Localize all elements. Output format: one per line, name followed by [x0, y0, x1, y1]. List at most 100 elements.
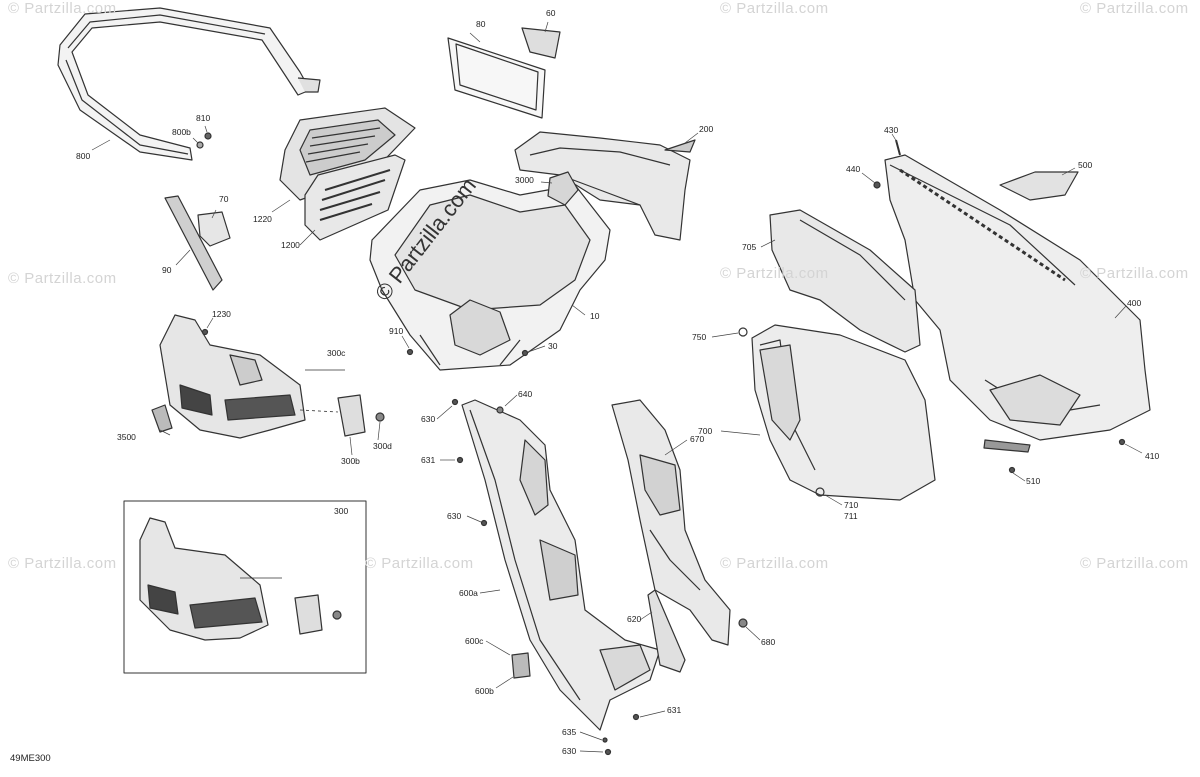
callout-700: 700 — [698, 426, 713, 436]
strip-620 — [647, 589, 686, 673]
callout-680: 680 — [761, 637, 776, 647]
bolt-510 — [1008, 466, 1016, 474]
watermark-7: © Partzilla.com — [8, 555, 117, 572]
callout-3500: 3500 — [117, 432, 136, 442]
center-column-600 — [461, 399, 661, 731]
watermark-8: © Partzilla.com — [365, 555, 474, 572]
callout-705: 705 — [742, 242, 757, 252]
callout-10: 10 — [590, 311, 600, 321]
plate-510 — [983, 439, 1031, 453]
lower-panel-assembly — [159, 314, 306, 439]
clip-300d — [375, 412, 385, 422]
floor-panel-400 — [884, 154, 1151, 441]
side-panel-705 — [769, 209, 921, 353]
callout-631-b: 631 — [667, 705, 682, 715]
callout-631-a: 631 — [421, 455, 436, 465]
watermark-5: © Partzilla.com — [720, 265, 829, 282]
callout-200: 200 — [699, 124, 714, 134]
callout-620: 620 — [627, 614, 642, 624]
watermark-3: © Partzilla.com — [1080, 0, 1189, 17]
callout-910: 910 — [389, 326, 404, 336]
clip-430 — [895, 139, 901, 156]
inset-box-300 — [123, 500, 367, 674]
grab-bar-800 — [57, 7, 321, 161]
clip-710 — [815, 487, 825, 497]
grille-1200 — [304, 154, 406, 241]
callout-640: 640 — [518, 389, 533, 399]
callout-30: 30 — [548, 341, 558, 351]
callout-635: 635 — [562, 727, 577, 737]
watermark-4: © Partzilla.com — [8, 270, 117, 287]
bolt-410 — [1118, 438, 1126, 446]
callout-630-b: 630 — [447, 511, 462, 521]
callout-500: 500 — [1078, 160, 1093, 170]
callout-60: 60 — [546, 8, 556, 18]
bolt-630c — [604, 748, 612, 756]
watermark-9: © Partzilla.com — [720, 555, 829, 572]
callout-600a: 600a — [459, 588, 478, 598]
washer-800b — [196, 141, 204, 149]
grille-1220 — [279, 107, 416, 201]
callout-670: 670 — [690, 434, 705, 444]
callout-410: 410 — [1145, 451, 1160, 461]
pad-60 — [521, 27, 561, 59]
callout-400: 400 — [1127, 298, 1142, 308]
inset-assembly — [139, 517, 342, 641]
clip-680 — [738, 618, 748, 628]
callout-70: 70 — [219, 194, 229, 204]
callout-300b: 300b — [341, 456, 360, 466]
clip-600c — [511, 652, 531, 679]
callout-750: 750 — [692, 332, 707, 342]
main-tub-10 — [369, 179, 611, 371]
callout-300c: 300c — [327, 348, 346, 358]
callout-711: 711 — [844, 511, 858, 521]
bolt-630a — [451, 398, 459, 406]
callout-510: 510 — [1026, 476, 1041, 486]
callout-90: 90 — [162, 265, 172, 275]
callout-810: 810 — [196, 113, 211, 123]
panel-80 — [447, 37, 546, 119]
watermark-10: © Partzilla.com — [1080, 555, 1189, 572]
callout-630-c: 630 — [562, 746, 577, 756]
right-column-670 — [611, 399, 731, 646]
callout-3000: 3000 — [515, 175, 534, 185]
watermark-1: © Partzilla.com — [8, 0, 117, 17]
bolt-631a — [456, 456, 464, 464]
pad-70 — [197, 211, 231, 247]
callout-600b: 600b — [475, 686, 494, 696]
bolt-630b — [480, 519, 488, 527]
callout-1220: 1220 — [253, 214, 272, 224]
bolt-631b — [632, 713, 640, 721]
pad-500 — [999, 171, 1079, 201]
callout-440: 440 — [846, 164, 861, 174]
callout-80: 80 — [476, 19, 486, 29]
bracket-300b — [337, 394, 366, 437]
bracket-3000 — [547, 171, 579, 206]
side-panel-700 — [751, 324, 936, 501]
bolt-750 — [738, 327, 748, 337]
callout-300d: 300d — [373, 441, 392, 451]
bolt-810 — [204, 132, 212, 140]
diagram-id: 49ME300 — [10, 753, 51, 764]
bolt-30 — [521, 349, 529, 357]
watermark-6: © Partzilla.com — [1080, 265, 1189, 282]
callout-300: 300 — [334, 506, 349, 516]
callout-800: 800 — [76, 151, 91, 161]
callout-1230: 1230 — [212, 309, 231, 319]
bolt-440 — [873, 181, 881, 189]
bolt-910 — [406, 348, 414, 356]
callout-1200: 1200 — [281, 240, 300, 250]
strip-90 — [164, 195, 223, 291]
clip-3500 — [151, 404, 173, 433]
callout-600c: 600c — [465, 636, 484, 646]
bolt-635 — [602, 737, 608, 743]
watermark-2: © Partzilla.com — [720, 0, 829, 17]
callout-630-a: 630 — [421, 414, 436, 424]
clip-640 — [496, 406, 504, 414]
callout-800b: 800b — [172, 127, 191, 137]
callout-710: 710 — [844, 500, 859, 510]
callout-430: 430 — [884, 125, 899, 135]
bolt-1230 — [201, 328, 209, 336]
